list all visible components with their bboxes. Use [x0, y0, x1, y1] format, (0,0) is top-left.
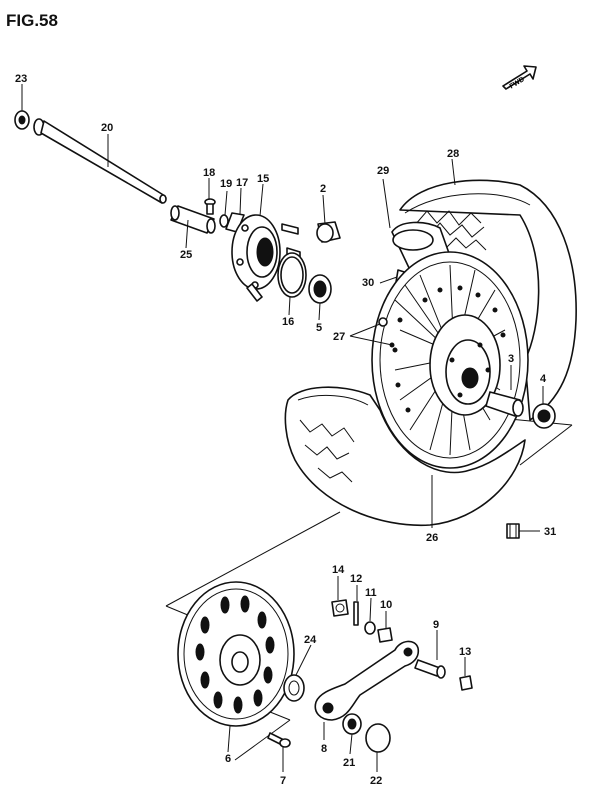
valve-cap-icon	[506, 523, 520, 539]
cap-nut-icon	[459, 675, 473, 691]
part-label-24: 24	[304, 634, 317, 646]
part-label-29: 29	[377, 165, 389, 177]
part-label-14: 14	[332, 564, 345, 576]
cap-icon	[365, 723, 391, 753]
part-number-labels: 23 20 18 19 17 15 2 25 16 5 29 28 30 27 …	[15, 73, 556, 787]
part-label-21: 21	[343, 757, 355, 769]
leader-lines	[21, 84, 544, 772]
part-label-10: 10	[380, 599, 392, 611]
bearing-icon	[308, 274, 332, 304]
brake-disc-icon	[177, 581, 295, 727]
part-label-15: 15	[257, 173, 269, 185]
bearing-icon-2	[532, 403, 556, 429]
part-label-17: 17	[236, 177, 248, 189]
bolt-icon	[204, 198, 216, 215]
part-label-19: 19	[220, 178, 232, 190]
part-label-11: 11	[365, 587, 377, 599]
part-label-30: 30	[362, 277, 374, 289]
part-label-7: 7	[280, 775, 286, 787]
figure-title: FIG.58	[6, 11, 58, 30]
part-label-3: 3	[508, 353, 514, 365]
part-label-25: 25	[180, 249, 192, 261]
hub-spacer-icon	[485, 391, 524, 417]
disc-bolt-icon	[267, 732, 291, 748]
part-label-6: 6	[225, 753, 231, 765]
part-label-20: 20	[101, 122, 113, 134]
spacer-collar-icon	[316, 221, 341, 243]
part-label-2: 2	[320, 183, 326, 195]
part-label-4: 4	[540, 373, 547, 385]
sprocket-drum-icon	[231, 214, 301, 302]
part-label-27: 27	[333, 331, 345, 343]
dust-seal-icon	[283, 674, 305, 702]
forward-arrow-icon: FWD	[502, 65, 537, 90]
tire-icon	[284, 179, 577, 527]
part-label-26: 26	[426, 532, 438, 544]
part-label-28: 28	[447, 148, 459, 160]
axle-nut-icon	[14, 110, 30, 130]
part-label-18: 18	[203, 167, 215, 179]
axle-spacer-icon	[170, 205, 216, 234]
o-ring-icon	[277, 252, 307, 298]
hub-icon	[429, 314, 501, 416]
part-label-31: 31	[544, 526, 556, 538]
part-label-13: 13	[459, 646, 471, 658]
part-label-23: 23	[15, 73, 27, 85]
part-label-22: 22	[370, 775, 382, 787]
part-label-8: 8	[321, 743, 327, 755]
part-label-9: 9	[433, 619, 439, 631]
cotter-pin-icon	[353, 601, 359, 626]
nut-icon-3	[342, 713, 362, 735]
axle-icon	[33, 118, 167, 204]
bolt-icon-2	[414, 659, 446, 679]
nut-icon	[331, 599, 349, 617]
forward-label: FWD	[509, 76, 526, 90]
part-label-16: 16	[282, 316, 294, 328]
torque-link-icon	[314, 640, 420, 721]
nut-icon-2	[377, 627, 393, 643]
part-label-12: 12	[350, 573, 362, 585]
part-label-5: 5	[316, 322, 322, 334]
washer-icon	[219, 214, 229, 228]
washer-icon-2	[364, 621, 376, 635]
